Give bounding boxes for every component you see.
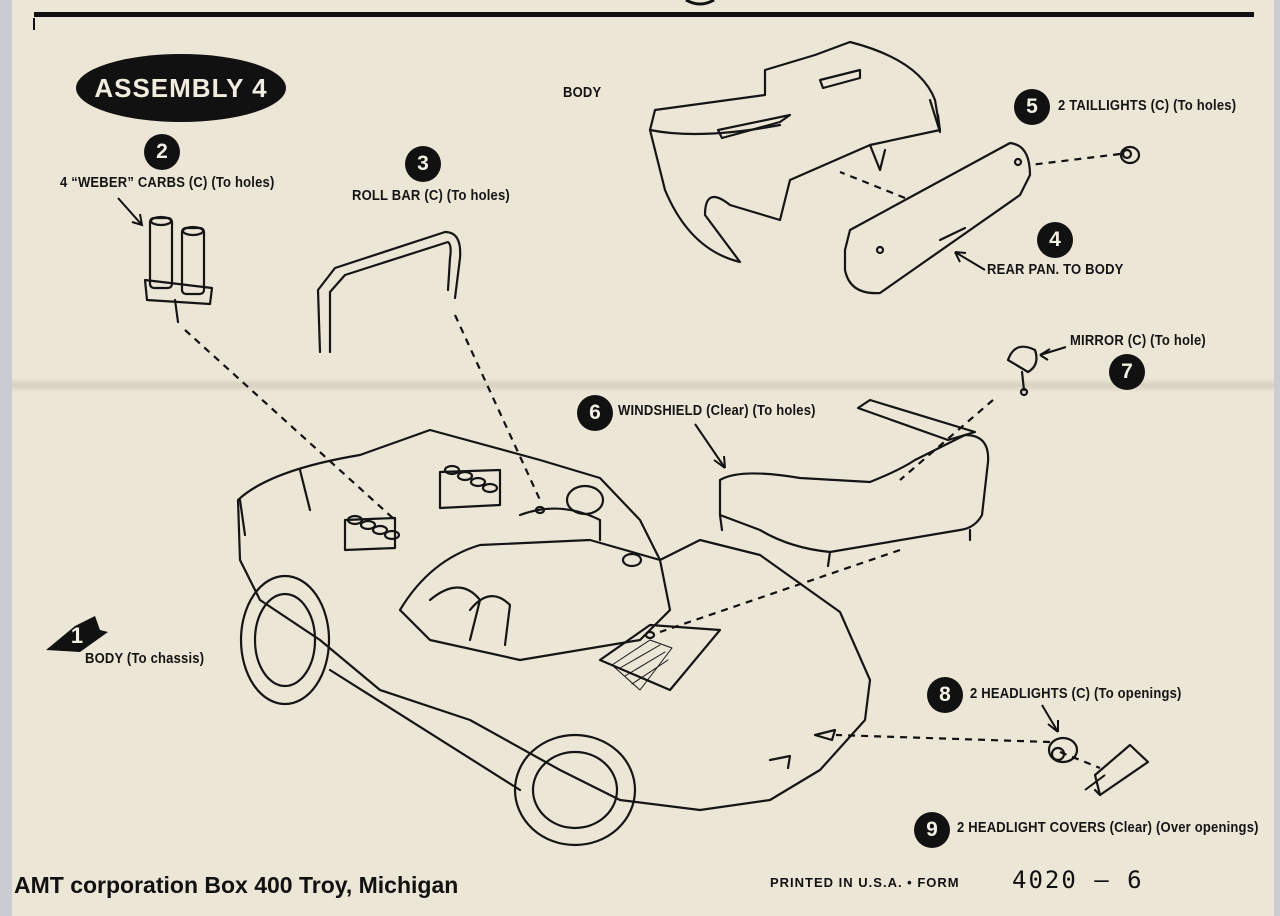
step-4-text: REAR PAN. TO BODY bbox=[987, 261, 1124, 278]
step-2-number: 2 bbox=[144, 134, 180, 170]
step-8-number: 8 bbox=[927, 677, 963, 713]
mirror-drawing bbox=[1006, 345, 1038, 397]
body-arrow bbox=[46, 616, 108, 652]
top-rule bbox=[34, 12, 1254, 17]
step-5-number: 5 bbox=[1014, 89, 1050, 125]
footer-company: AMT corporation Box 400 Troy, Michigan bbox=[14, 872, 459, 898]
pointer-arrows bbox=[117, 197, 1106, 791]
step-9-number: 9 bbox=[914, 812, 950, 848]
step-4-number: 4 bbox=[1037, 222, 1073, 258]
windshield-drawing bbox=[718, 398, 990, 568]
step-1-number: 1 bbox=[70, 623, 84, 648]
body-label: BODY bbox=[563, 84, 602, 101]
step-7-number: 7 bbox=[1109, 354, 1145, 390]
taillight-drawing bbox=[1119, 145, 1141, 165]
paper-fold bbox=[12, 378, 1274, 392]
carbs-drawing bbox=[143, 215, 214, 324]
assembly-title: ASSEMBLY 4 bbox=[76, 54, 286, 122]
step-6-text: WINDSHIELD (Clear) (To holes) bbox=[618, 402, 816, 419]
car-drawing bbox=[236, 428, 872, 847]
step-1-text: BODY (To chassis) bbox=[85, 650, 205, 667]
step-5-text: 2 TAILLIGHTS (C) (To holes) bbox=[1058, 97, 1237, 114]
headlight-cover-drawing bbox=[1093, 743, 1150, 797]
footer-form-number: 4020 – 6 bbox=[1012, 866, 1144, 894]
roll-bar-drawing bbox=[316, 230, 462, 354]
step-7-text: MIRROR (C) (To hole) bbox=[1070, 332, 1206, 349]
step-9-text: 2 HEADLIGHT COVERS (Clear) (Over opening… bbox=[957, 819, 1259, 836]
rear-pan-drawing bbox=[843, 141, 1032, 295]
guide-lines bbox=[184, 152, 1121, 770]
step-3-text: ROLL BAR (C) (To holes) bbox=[352, 187, 510, 204]
body-shell-drawing bbox=[648, 40, 942, 264]
step-6-number: 6 bbox=[577, 395, 613, 431]
headlight-drawing bbox=[1047, 736, 1079, 764]
step-2-text: 4 “WEBER” CARBS (C) (To holes) bbox=[60, 174, 275, 191]
step-3-number: 3 bbox=[405, 146, 441, 182]
step-8-text: 2 HEADLIGHTS (C) (To openings) bbox=[970, 685, 1182, 702]
paper-background bbox=[12, 0, 1274, 916]
footer-printed: PRINTED IN U.S.A. • FORM bbox=[770, 875, 960, 890]
